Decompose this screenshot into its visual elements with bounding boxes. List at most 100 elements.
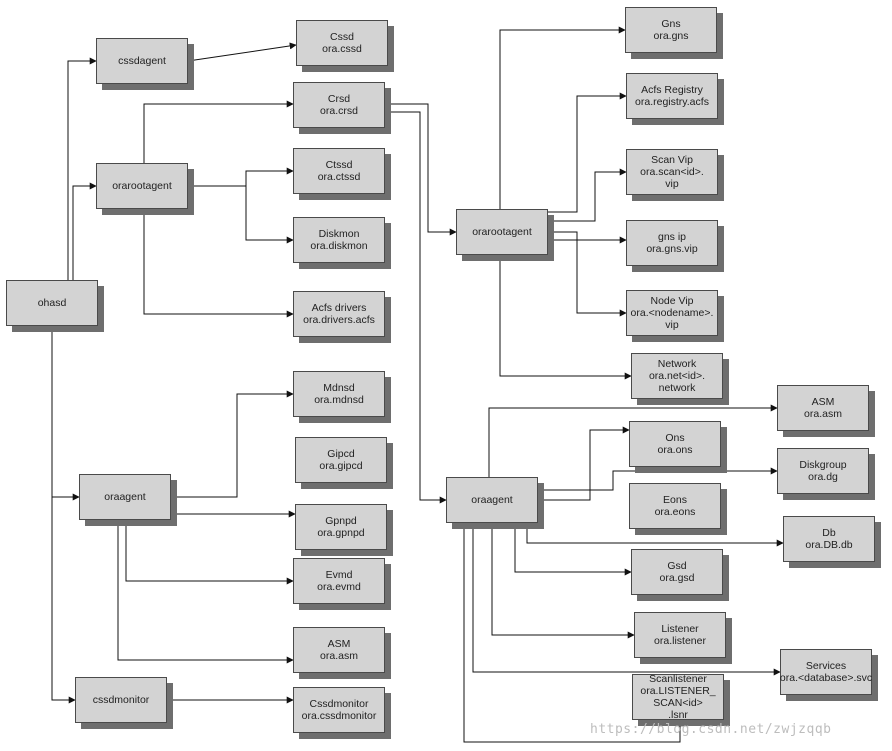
node-label-line: ora.registry.acfs <box>635 96 709 108</box>
node-label-line: Gpnpd <box>325 515 357 527</box>
node-label-line: .lsnr <box>668 709 688 721</box>
connector-orarootagent-left-to-ctssd <box>188 167 294 187</box>
node-label-line: Diskgroup <box>799 459 847 471</box>
node-label-line: gns ip <box>657 231 687 243</box>
connector-orarootagent-left-to-crsd <box>143 100 294 163</box>
node-label-line: ora.evmd <box>317 581 361 593</box>
node-label-line: ora.crsd <box>320 105 358 117</box>
connector-oraagent-right-to-asm-right <box>488 404 778 477</box>
node-label-line: Eons <box>663 494 687 506</box>
connector-crsd-to-oraagent-right <box>385 111 447 504</box>
node-cssdagent: cssdagent <box>96 38 188 84</box>
node-label-line: Gipcd <box>327 448 355 460</box>
node-label-line: Mdnsd <box>323 382 355 394</box>
node-oraagent-right: oraagent <box>446 477 538 523</box>
node-ohasd: ohasd <box>6 280 98 326</box>
node-label-line: ora.eons <box>654 506 696 518</box>
connector-oraagent-left-to-mdnsd <box>171 390 294 498</box>
connector-oraagent-right-to-scanlistener <box>463 523 684 743</box>
connector-orarootagent-left-to-diskmon <box>245 186 294 244</box>
node-label-line: Db <box>822 527 836 539</box>
node-label-line: ora.asm <box>320 650 358 662</box>
connector-oraagent-right-to-services <box>472 523 781 676</box>
node-label-line: vip <box>665 178 679 190</box>
node-label-line: ohasd <box>37 297 67 309</box>
connector-cssdagent-to-cssd <box>187 42 297 62</box>
node-label-line: oraagent <box>104 491 146 503</box>
connector-oraagent-right-to-diskgroup <box>538 467 778 491</box>
node-label-line: Gsd <box>667 560 687 572</box>
connector-oraagent-left-to-evmd <box>125 520 294 585</box>
connector-oraagent-right-to-listener <box>491 523 635 639</box>
node-label-line: Cssd <box>330 31 354 43</box>
connector-ohasd-to-oraagent-left <box>51 326 80 501</box>
connector-orarootagent-right-to-scan-vip <box>548 168 627 222</box>
node-label-line: ora.ons <box>657 444 693 456</box>
connector-oraagent-right-to-ons <box>538 426 630 501</box>
node-label-line: ora.gns.vip <box>646 243 698 255</box>
node-label-line: ora.gpnpd <box>317 527 365 539</box>
node-label-line: ora.DB.db <box>805 539 853 551</box>
node-label-line: Scan Vip <box>651 154 693 166</box>
connector-oraagent-left-to-asm-left <box>117 520 294 664</box>
connector-ohasd-to-cssdagent <box>67 57 97 280</box>
connector-ohasd-to-cssdmonitor <box>51 497 76 704</box>
node-label-line: Network <box>657 358 697 370</box>
connector-crsd-to-orarootagent-right <box>385 103 457 236</box>
node-label-line: oraagent <box>471 494 513 506</box>
node-label-line: ora.cssdmonitor <box>301 710 377 722</box>
node-label-line: Cssdmonitor <box>309 698 369 710</box>
node-orarootagent-left: orarootagent <box>96 163 188 209</box>
node-label-line: ora.scan<id>. <box>640 166 704 178</box>
node-label-line: cssdmonitor <box>92 694 150 706</box>
node-oraagent-left: oraagent <box>79 474 171 520</box>
connector-orarootagent-left-to-acfs-drivers <box>143 209 294 318</box>
connector-orarootagent-right-to-acfs-registry <box>548 92 627 213</box>
node-label-line: orarootagent <box>472 226 532 238</box>
node-label-line: cssdagent <box>118 55 166 67</box>
node-orarootagent-right: orarootagent <box>456 209 548 255</box>
node-label-line: ora.diskmon <box>310 240 368 252</box>
node-label-line: vip <box>665 319 679 331</box>
node-label-line: ora.cssd <box>322 43 362 55</box>
node-label-line: Evmd <box>325 569 353 581</box>
connector-orarootagent-right-to-network <box>499 255 632 380</box>
node-label-line: orarootagent <box>112 180 172 192</box>
node-cssdmonitor: cssdmonitor <box>75 677 167 723</box>
node-label-line: ora.<nodename>. <box>630 307 714 319</box>
connector-ohasd-to-orarootagent-left <box>72 182 97 280</box>
node-label-line: ora.LISTENER_ <box>640 685 716 697</box>
node-label-line: ora.gns <box>653 30 689 42</box>
node-label-line: ora.net<id>. <box>648 370 706 382</box>
node-label-line: ora.<database>.svc <box>779 672 873 684</box>
node-label-line: Listener <box>661 623 699 635</box>
connector-orarootagent-right-to-gns <box>499 26 626 209</box>
node-label-line: ora.asm <box>804 408 842 420</box>
connector-orarootagent-right-to-node-vip <box>548 231 627 317</box>
node-label-line: Acfs Registry <box>641 84 703 96</box>
node-label-line: network <box>658 382 696 394</box>
node-label-line: ora.dg <box>808 471 838 483</box>
node-label-line: Scanlistener <box>649 673 707 685</box>
